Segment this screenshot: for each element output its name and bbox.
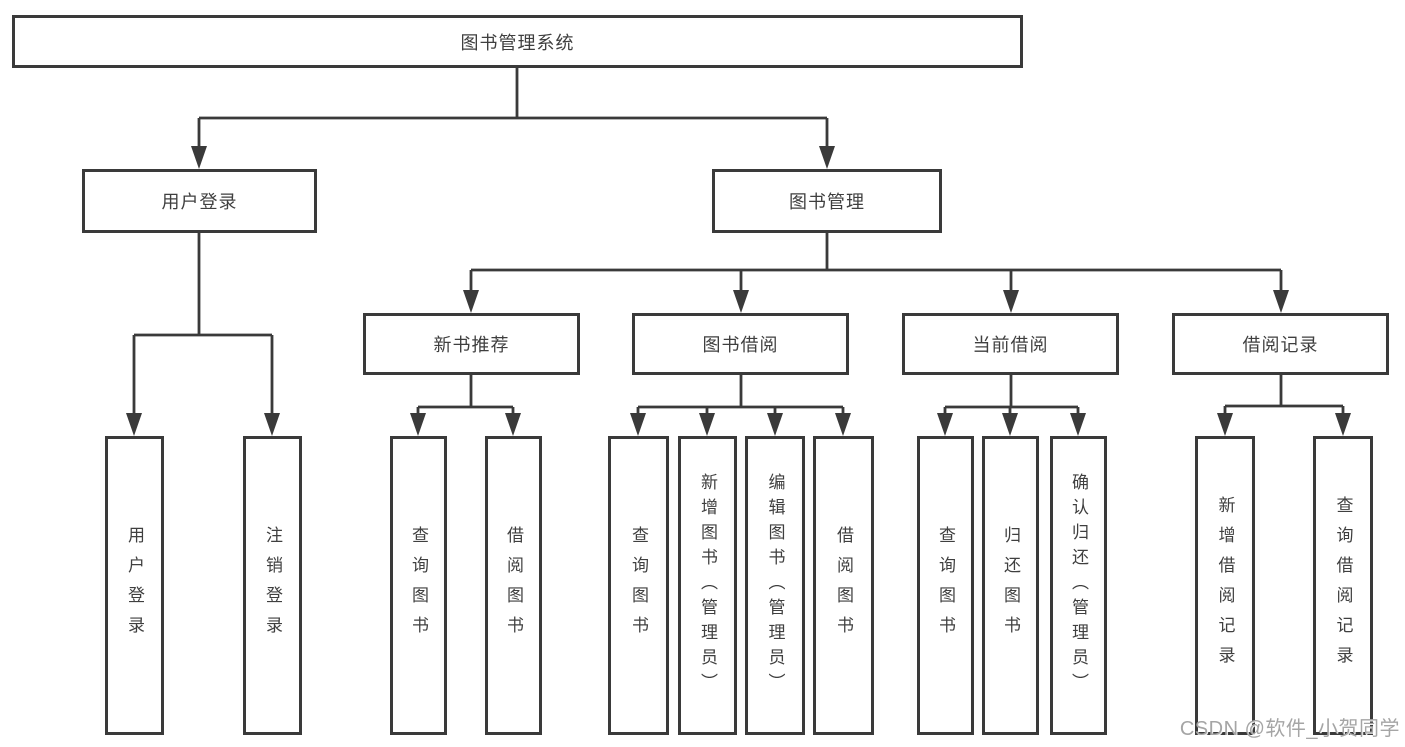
leaf-confirm-return-admin: 确认归还（管理员）	[1050, 436, 1107, 735]
node-label: 当前借阅	[972, 335, 1049, 355]
leaf-borrow-book-newbook: 借阅图书	[485, 436, 542, 735]
leaf-label: 借阅图书	[504, 525, 523, 646]
leaf-query-book-current: 查询图书	[917, 436, 974, 735]
node-label: 新书推荐	[433, 335, 510, 355]
node-label: 图书管理系统	[460, 32, 575, 53]
node-user-login: 用户登录	[82, 169, 317, 233]
leaf-label: 查询图书	[936, 525, 955, 646]
leaf-query-book-newbook: 查询图书	[390, 436, 447, 735]
leaf-query-borrow-record: 查询借阅记录	[1313, 436, 1373, 735]
leaf-label: 确认归还（管理员）	[1069, 473, 1088, 698]
node-new-book-recommend: 新书推荐	[363, 313, 580, 375]
leaf-add-book-admin: 新增图书（管理员）	[678, 436, 737, 735]
node-current-borrow: 当前借阅	[902, 313, 1119, 375]
leaf-label: 查询图书	[629, 525, 648, 646]
node-library-management-system: 图书管理系统	[12, 15, 1023, 68]
leaf-label: 注销登录	[263, 525, 282, 646]
node-label: 借阅记录	[1242, 335, 1319, 355]
leaf-label: 用户登录	[125, 525, 144, 646]
leaf-label: 新增图书（管理员）	[698, 473, 717, 698]
leaf-label: 查询图书	[409, 525, 428, 646]
leaf-borrow-book: 借阅图书	[813, 436, 874, 735]
node-borrow-record: 借阅记录	[1172, 313, 1389, 375]
leaf-label: 查询借阅记录	[1333, 495, 1353, 676]
leaf-logout: 注销登录	[243, 436, 302, 735]
leaf-edit-book-admin: 编辑图书（管理员）	[745, 436, 805, 735]
leaf-return-book: 归还图书	[982, 436, 1039, 735]
leaf-add-borrow-record: 新增借阅记录	[1195, 436, 1255, 735]
node-book-management: 图书管理	[712, 169, 942, 233]
leaf-label: 新增借阅记录	[1215, 495, 1235, 676]
arrowheads	[126, 146, 1351, 436]
leaf-query-book-borrow: 查询图书	[608, 436, 669, 735]
leaf-label: 归还图书	[1001, 525, 1020, 646]
csdn-watermark: CSDN @软件_小贺同学	[1179, 718, 1400, 740]
node-book-borrow: 图书借阅	[632, 313, 849, 375]
node-label: 图书借阅	[702, 335, 779, 355]
node-label: 图书管理	[789, 192, 865, 212]
leaf-label: 编辑图书（管理员）	[765, 473, 785, 698]
leaf-label: 借阅图书	[834, 525, 853, 646]
leaf-user-login: 用户登录	[105, 436, 164, 735]
node-label: 用户登录	[161, 192, 238, 212]
